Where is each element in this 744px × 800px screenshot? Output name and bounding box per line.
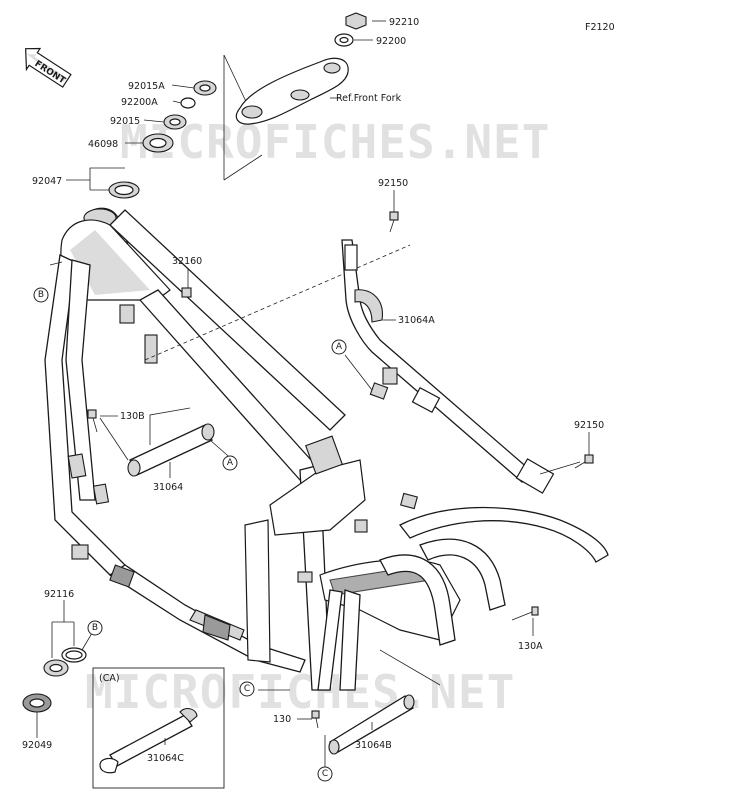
label-130b[interactable]: 130B	[120, 411, 145, 422]
bearing-46098	[142, 133, 174, 153]
label-31064a[interactable]: 31064A	[398, 315, 435, 326]
label-92015[interactable]: 92015	[110, 116, 140, 127]
callout-a-right: A	[331, 339, 347, 355]
label-92150-right[interactable]: 92150	[574, 420, 604, 431]
bearing-92116-b	[61, 647, 87, 663]
bearing-92116	[43, 659, 69, 677]
fork-top-bracket	[235, 57, 349, 125]
callout-a-left: A	[222, 455, 238, 471]
label-92210[interactable]: 92210	[389, 17, 419, 28]
race-92047	[108, 181, 140, 199]
label-92200a[interactable]: 92200A	[121, 97, 158, 108]
tube-31064b	[328, 649, 441, 755]
label-92047[interactable]: 92047	[32, 176, 62, 187]
callout-c-middle: C	[239, 681, 255, 697]
svg-text:B: B	[38, 290, 44, 300]
svg-text:B: B	[92, 623, 98, 633]
label-130a[interactable]: 130A	[518, 641, 543, 652]
callout-b-top: B	[33, 287, 49, 303]
label-130[interactable]: 130	[273, 714, 291, 725]
inset-label-ca: (CA)	[99, 673, 120, 684]
top-fork-hardware	[235, 12, 367, 125]
nut-92210	[345, 12, 367, 30]
inset-box-ca	[92, 667, 225, 789]
bolt-130	[311, 710, 320, 729]
tube-31064a	[341, 239, 581, 494]
bolt-130a	[511, 606, 539, 621]
callout-c-bottom: C	[317, 766, 333, 782]
watermark-bottom: MICROFICHES.NET	[85, 665, 515, 719]
washer-92200a	[180, 97, 196, 109]
bolt-130b	[87, 409, 98, 433]
figure-code: F2120	[585, 22, 615, 33]
stud-32160	[181, 287, 192, 298]
label-32160[interactable]: 32160	[172, 256, 202, 267]
watermark-top: MICROFICHES.NET	[120, 115, 550, 169]
svg-text:C: C	[244, 684, 250, 694]
label-92150-top[interactable]: 92150	[378, 178, 408, 189]
bolt-92150-right	[574, 454, 594, 469]
label-31064c[interactable]: 31064C	[147, 753, 184, 764]
bolt-92150-top	[389, 211, 399, 233]
svg-text:C: C	[322, 769, 328, 779]
label-92015a[interactable]: 92015A	[128, 81, 165, 92]
label-92200[interactable]: 92200	[376, 36, 406, 47]
label-31064[interactable]: 31064	[153, 482, 183, 493]
label-46098[interactable]: 46098	[88, 139, 118, 150]
label-92049[interactable]: 92049	[22, 740, 52, 751]
tube-31064	[99, 407, 215, 477]
seal-92049	[22, 693, 52, 713]
nut-92015	[163, 114, 187, 130]
svg-text:A: A	[336, 342, 343, 352]
callout-b-bottom: B	[87, 620, 103, 636]
label-92116[interactable]: 92116	[44, 589, 74, 600]
main-frame	[44, 207, 609, 691]
label-31064b[interactable]: 31064B	[355, 740, 392, 751]
ref-front-fork-note: Ref.Front Fork	[336, 93, 402, 104]
svg-text:A: A	[227, 458, 234, 468]
part-labels: 92210 92200 92015A 92200A 92015 46098 92…	[22, 17, 604, 764]
front-direction-badge: FRONT	[25, 47, 72, 88]
nut-92015a	[193, 80, 217, 96]
